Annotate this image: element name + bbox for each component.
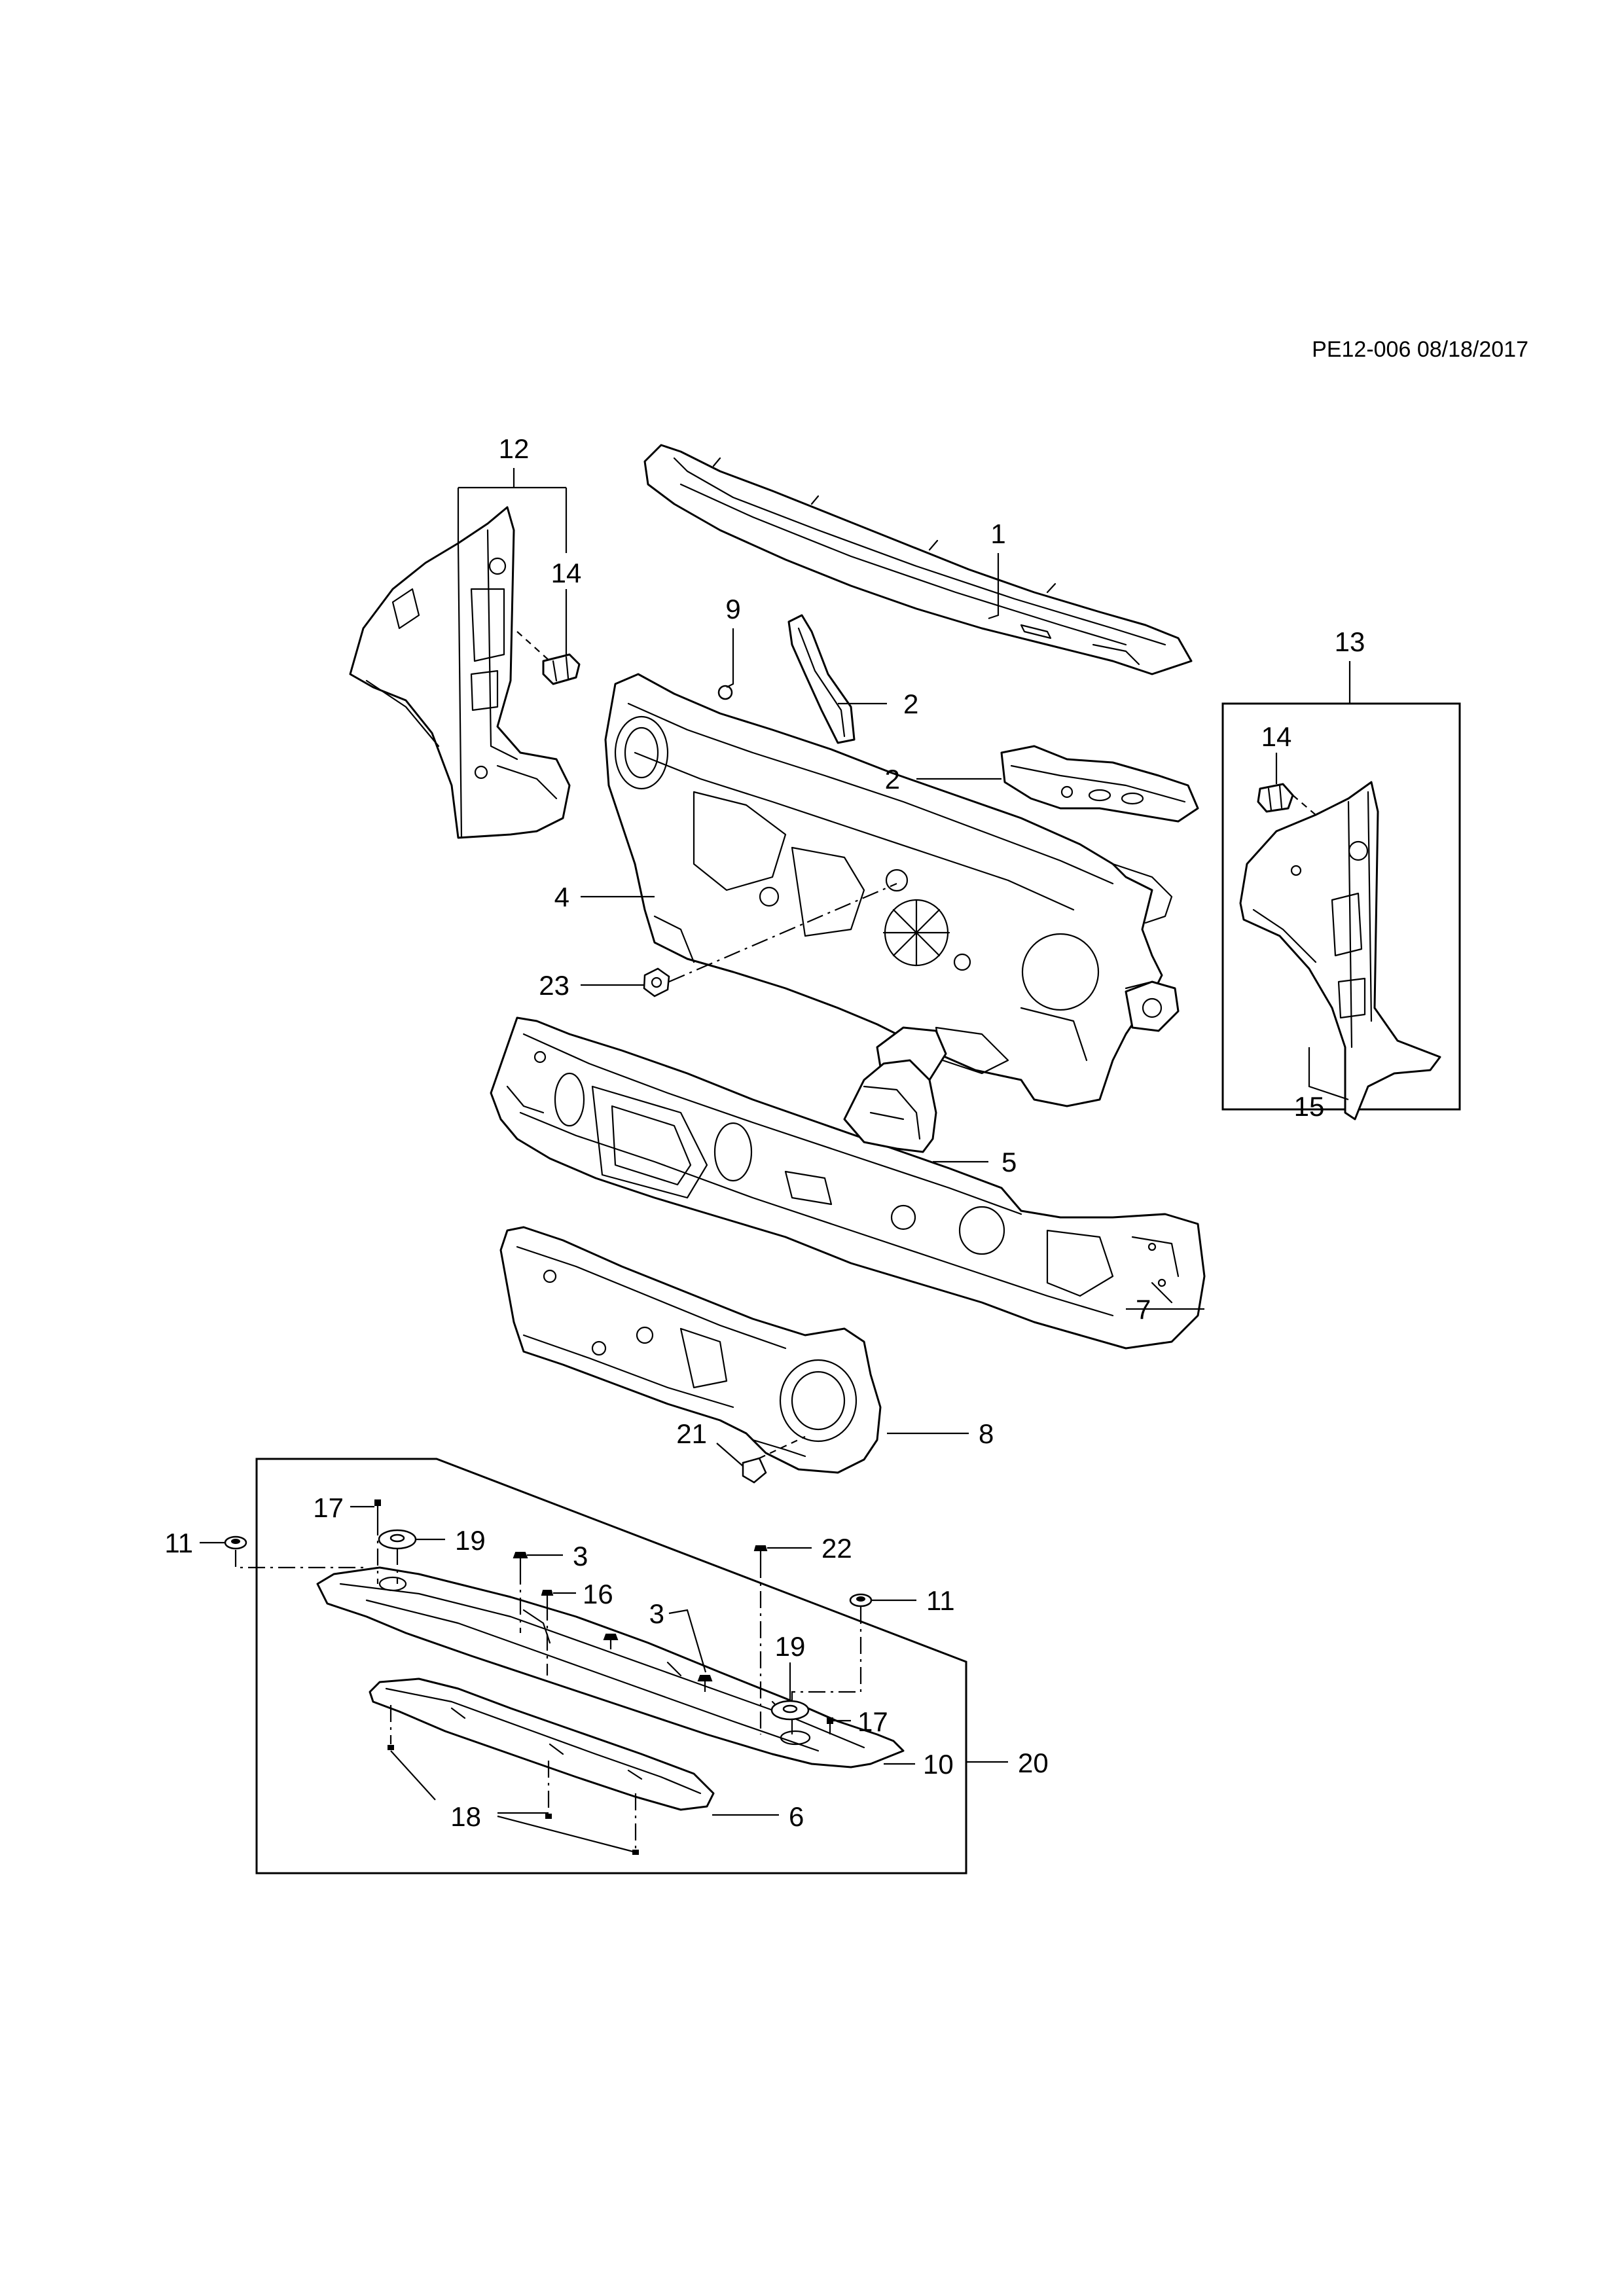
callout-19-right: 19	[775, 1631, 806, 1662]
part-2-reinforcement-upper	[787, 614, 856, 744]
callout-13: 13	[1335, 626, 1365, 657]
callout-17-right: 17	[857, 1706, 888, 1737]
part-21-clip	[742, 1436, 806, 1484]
part-8-dash-insulator	[499, 1226, 882, 1474]
part-3-screw-mid	[603, 1634, 619, 1649]
part-4-dash-panel	[604, 673, 1180, 1107]
part-17-screw-right	[827, 1717, 833, 1734]
part-17-screw-left	[374, 1499, 381, 1584]
callout-5: 5	[1001, 1147, 1017, 1177]
callout-2-lower: 2	[885, 764, 900, 795]
callout-10: 10	[923, 1749, 954, 1780]
part-19-washer-right	[770, 1700, 810, 1721]
part-14-clip-lh	[516, 631, 581, 685]
part-3-screw-upper	[513, 1552, 528, 1633]
callout-15: 15	[1294, 1091, 1325, 1122]
callout-7: 7	[1136, 1294, 1151, 1325]
callout-2-upper: 2	[903, 689, 918, 719]
callout-4: 4	[554, 882, 569, 912]
callout-19-left: 19	[455, 1525, 486, 1556]
part-3-screw-lower	[697, 1675, 713, 1692]
callout-1: 1	[990, 518, 1005, 549]
part-9-grommet	[717, 685, 733, 700]
part-13-frame	[1221, 702, 1461, 1111]
part-12-lh-side-panel	[349, 506, 571, 839]
part-16-screw	[541, 1590, 554, 1676]
part-19-washer-left	[378, 1529, 417, 1584]
callout-3-mid: 3	[649, 1598, 664, 1629]
part-23-nut	[643, 882, 897, 997]
leader-lines	[200, 468, 1351, 1854]
callout-18: 18	[450, 1801, 481, 1832]
callout-17-left: 17	[313, 1492, 344, 1523]
part-13-rh-side-panel	[1239, 781, 1441, 1121]
callout-23: 23	[539, 970, 569, 1001]
callout-6: 6	[789, 1801, 804, 1832]
callout-20: 20	[1018, 1748, 1049, 1778]
part-5-duct-cover	[843, 1059, 937, 1153]
part-2-reinforcement-lower	[1000, 745, 1199, 823]
part-14-clip-rh	[1257, 783, 1316, 816]
callout-14-rh: 14	[1261, 721, 1292, 752]
callout-9: 9	[725, 594, 740, 624]
callout-11-right: 11	[926, 1585, 955, 1616]
part-11-grommet-left	[224, 1535, 367, 1569]
part-20-assembly-frame	[255, 1458, 967, 1874]
callout-14-lh: 14	[551, 558, 582, 588]
part-1-upper-cowl-panel	[643, 444, 1193, 675]
part-7-plenum-panel	[490, 1016, 1206, 1350]
callout-labels: 1 2 2 3 3 4 5 6 7 8 9 10 11 11 12 13 14 …	[164, 433, 1365, 1832]
drawing-code: PE12-006 08/18/2017	[1312, 337, 1528, 362]
callout-11-left: 11	[164, 1528, 193, 1558]
callout-22: 22	[821, 1533, 852, 1564]
callout-21: 21	[676, 1418, 707, 1449]
callout-16: 16	[583, 1579, 613, 1609]
callout-12: 12	[499, 433, 530, 464]
callout-3-upper: 3	[573, 1541, 588, 1571]
callout-8: 8	[979, 1418, 994, 1449]
part-6-lower-cowl-extension	[369, 1677, 715, 1811]
part-22-screw	[753, 1545, 768, 1734]
